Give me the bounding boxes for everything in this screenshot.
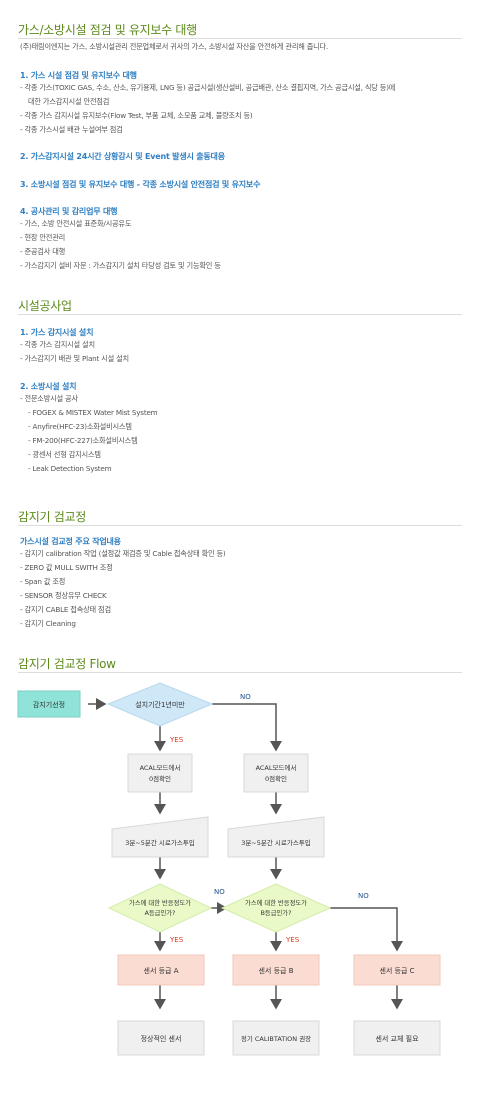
no-label: NO xyxy=(240,693,251,701)
decision-grade-b xyxy=(220,883,332,933)
item-line: - Leak Detection System xyxy=(28,464,112,473)
decision-grade-a xyxy=(107,883,213,933)
grade-label: 센서 등급 C xyxy=(379,966,414,975)
item-line: - 가스, 소방 안전시설 표준화/시공유도 xyxy=(20,219,132,228)
section-divider xyxy=(18,38,462,39)
grade-label: 센서 등급 B xyxy=(258,966,293,975)
process-label: 0점확인 xyxy=(265,774,287,783)
decision-label: 가스에 대한 반응정도가 xyxy=(245,898,307,907)
process-label: 0점확인 xyxy=(149,774,171,783)
item-line: - Span 값 조정 xyxy=(20,577,66,586)
yes-label: YES xyxy=(169,936,184,944)
item-heading-calibration-tasks: 가스시설 검교정 주요 작업내용 xyxy=(20,537,121,546)
item-line: - 가스감지기 설비 자문 : 가스감지기 설치 타당성 검토 및 기능확인 등 xyxy=(20,261,221,270)
item-line: - 각종 가스 감지시설 유지보수(Flow Test, 부품 교체, 소모품 … xyxy=(20,111,253,120)
grade-c-box xyxy=(353,954,441,986)
section-divider xyxy=(18,672,462,673)
section-divider xyxy=(18,314,462,315)
result-a-box xyxy=(117,1020,205,1056)
process-label: ACAL모드에서 xyxy=(140,763,181,772)
result-c-box xyxy=(353,1020,441,1056)
grade-b-box xyxy=(232,954,320,986)
process-zero-check xyxy=(127,753,193,793)
section-title-calibration: 감지기 검교정 xyxy=(18,510,86,524)
item-line: 대한 가스감지시설 안전점검 xyxy=(28,97,110,106)
item-line: - 감지기 CABLE 접속상태 점검 xyxy=(20,605,111,614)
process-zero-check xyxy=(243,753,309,793)
process-label: ACAL모드에서 xyxy=(256,763,297,772)
item-line: - 가스감지기 배관 및 Plant 시설 설치 xyxy=(20,354,129,363)
item-heading-1: 1. 가스 시설 점검 및 유지보수 대행 xyxy=(20,71,137,80)
item-heading-fire-install: 2. 소방시설 설치 xyxy=(20,382,77,391)
grade-label: 센서 등급 A xyxy=(144,966,179,975)
section-title-maintenance: 가스/소방시설 점검 및 유지보수 대행 xyxy=(18,23,197,37)
input-label: 3분~5분간 시료가스투입 xyxy=(241,838,311,847)
item-heading-4: 4. 공사관리 및 감리업무 대행 xyxy=(20,207,118,216)
item-heading-3: 3. 소방시설 점검 및 유지보수 대행 - 각종 소방시설 안전점검 및 유지… xyxy=(20,180,261,189)
item-line: - 준공검사 대행 xyxy=(20,247,66,256)
item-line: - FOGEX & MISTEX Water Mist System xyxy=(28,408,158,417)
input-sample-gas xyxy=(111,816,209,858)
grade-a-box xyxy=(117,954,205,986)
item-line: - Anyfire(HFC-23)소화설비시스템 xyxy=(28,422,132,431)
calibration-flowchart: 감지기선정 설치기간1년미만 NO YES ACAL모드에서 0점확인 ACAL… xyxy=(17,682,441,1056)
yes-label: YES xyxy=(169,736,184,744)
section-title-construction: 시설공사업 xyxy=(18,299,72,313)
item-line: - 전문소방시설 공사 xyxy=(20,394,78,403)
section-divider xyxy=(18,525,462,526)
item-line: - 각종 가스 감지시설 설치 xyxy=(20,340,95,349)
item-heading-gas-install: 1. 가스 감지시설 설치 xyxy=(20,328,94,337)
result-b-box xyxy=(232,1020,320,1056)
item-line: - ZERO 값 MULL SWITH 조정 xyxy=(20,563,113,572)
start-label: 감지기선정 xyxy=(33,700,65,709)
decision-label: 가스에 대한 반응정도가 xyxy=(129,898,191,907)
result-label: 센서 교체 필요 xyxy=(375,1034,419,1043)
no-label: NO xyxy=(358,892,369,900)
item-line: - 각종 가스시설 배관 누설여부 점검 xyxy=(20,125,123,134)
decision-label: 설치기간1년미만 xyxy=(135,700,185,709)
result-label: 정상적인 센서 xyxy=(141,1034,182,1043)
decision-install-period xyxy=(106,682,214,727)
result-label: 정기 CALIBTATION 권장 xyxy=(241,1034,311,1043)
start-box xyxy=(17,690,81,718)
decision-label: B등급인가? xyxy=(261,908,292,917)
intro-text: (주)태림이엔지는 가스, 소방시설관리 전문업체로서 귀사의 가스, 소방시설… xyxy=(20,42,329,51)
item-line: - 감지기 calibration 작업 (설정값 재검증 및 Cable 접속… xyxy=(20,549,226,558)
decision-label: A등급인가? xyxy=(145,908,176,917)
yes-label: YES xyxy=(285,936,300,944)
section-title-flow: 감지기 검교정 Flow xyxy=(18,657,116,671)
input-label: 3분~5분간 시료가스투입 xyxy=(125,838,195,847)
item-line: - 각종 가스(TOXIC GAS, 수소, 산소, 유기용제, LNG 등) … xyxy=(20,83,396,92)
item-line: - 감지기 Cleaning xyxy=(20,619,76,628)
item-line: - 광센서 선형 감지시스템 xyxy=(28,450,101,459)
item-line: - 현장 안전관리 xyxy=(20,233,66,242)
no-label: NO xyxy=(214,888,225,896)
item-line: - SENSOR 정상유무 CHECK xyxy=(20,591,107,600)
input-sample-gas xyxy=(227,816,325,858)
item-heading-2: 2. 가스감지시설 24시간 상황감시 및 Event 발생시 출동대응 xyxy=(20,152,225,161)
item-line: - FM-200(HFC-227)소화설비시스템 xyxy=(28,436,138,445)
